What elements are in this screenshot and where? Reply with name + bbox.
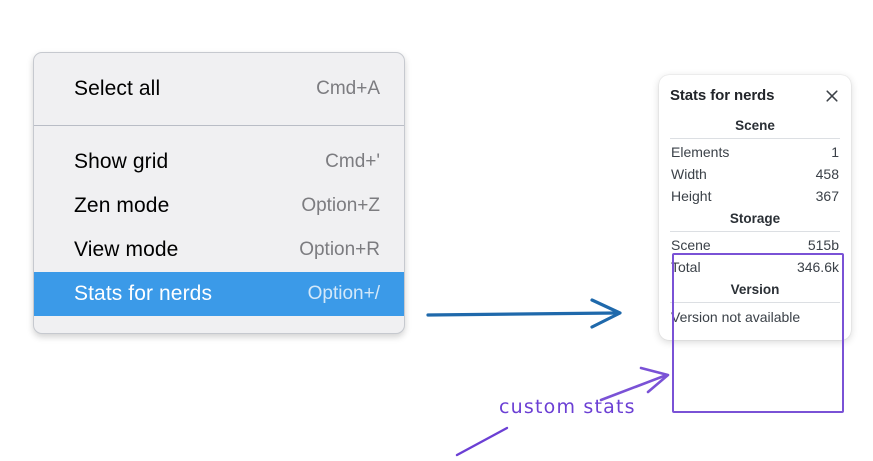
menu-item-shortcut: Cmd+A [316,78,380,99]
menu-item-zen-mode[interactable]: Zen mode Option+Z [34,184,404,228]
stat-key: Total [671,259,701,275]
menu-item-shortcut: Option+R [299,239,380,260]
section-divider [670,231,840,232]
stat-value: 346.6k [796,259,839,275]
blue-arrow-menu-to-panel [426,298,622,329]
menu-item-shortcut: Option+Z [301,195,380,216]
stats-for-nerds-panel: Stats for nerds Scene Elements 1 Width 4… [659,75,851,340]
menu-item-show-grid[interactable]: Show grid Cmd+' [34,140,404,184]
section-header-version: Version [730,282,780,297]
close-icon[interactable] [824,88,840,104]
stat-row-width: Width 458 [670,163,840,185]
panel-titlebar: Stats for nerds [670,87,840,104]
stat-value: 1 [831,144,839,160]
stat-key: Width [671,166,707,182]
menu-item-stats-for-nerds[interactable]: Stats for nerds Option+/ [34,272,404,316]
menu-item-label: Stats for nerds [74,282,213,305]
section-divider [670,138,840,139]
stat-value: 458 [815,166,839,182]
version-note: Version not available [671,309,801,325]
panel-title: Stats for nerds [670,87,775,104]
stat-value: 367 [815,188,839,204]
stat-row-elements: Elements 1 [670,141,840,163]
section-header-storage: Storage [729,211,781,226]
stat-key: Height [671,188,712,204]
menu-group-1: Select all Cmd+A [34,53,404,125]
stat-row-storage-scene: Scene 515b [670,234,840,256]
stat-key: Elements [671,144,730,160]
menu-item-select-all[interactable]: Select all Cmd+A [34,67,404,111]
stat-key: Scene [671,237,711,253]
menu-item-label: Select all [74,77,161,100]
menu-item-label: Zen mode [74,194,170,217]
menu-item-shortcut: Option+/ [307,283,380,304]
purple-underline-stroke [455,426,509,457]
section-header-scene: Scene [735,118,775,133]
context-menu[interactable]: Select all Cmd+A Show grid Cmd+' Zen mod… [33,52,405,334]
menu-group-2: Show grid Cmd+' Zen mode Option+Z View m… [34,125,404,316]
custom-stats-annotation-label: custom stats [499,396,636,418]
stat-value: 515b [807,237,839,253]
stat-row-storage-total: Total 346.6k [670,256,840,278]
menu-item-label: Show grid [74,150,169,173]
stat-row-height: Height 367 [670,185,840,207]
menu-item-shortcut: Cmd+' [325,151,380,172]
menu-item-label: View mode [74,238,179,261]
menu-item-view-mode[interactable]: View mode Option+R [34,228,404,272]
section-divider [670,302,840,303]
